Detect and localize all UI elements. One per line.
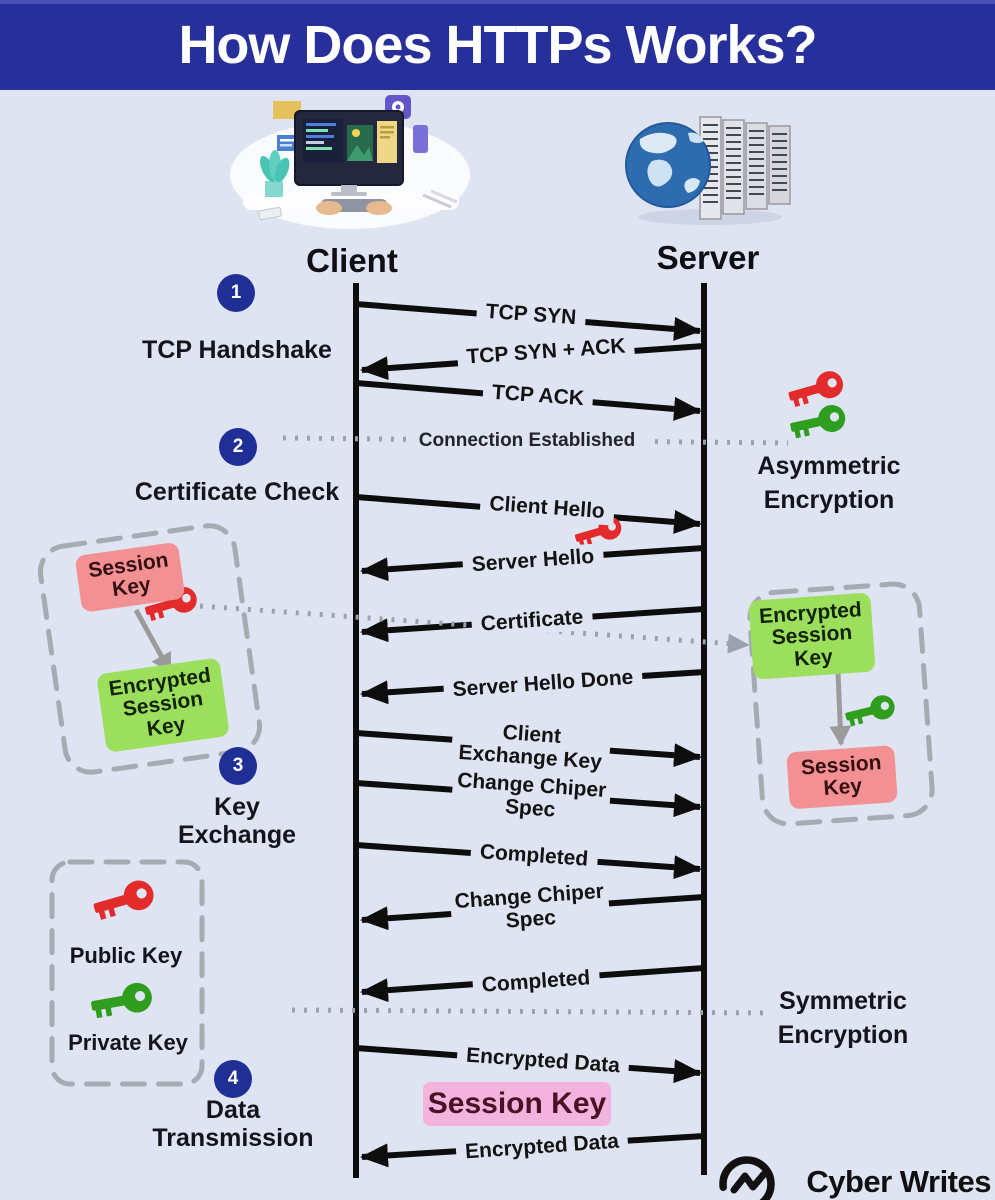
public-key-label: Public Key [69,943,183,968]
client-illustration [230,95,470,229]
page-title: How Does HTTPs Works? [178,15,817,75]
step-label-certificate-check: Certificate Check [134,478,340,506]
private-key-icon [842,692,898,729]
key-flow-arrows [133,608,852,746]
step-badge-2: 2 [219,428,257,466]
legend-box [49,859,205,1087]
session-key-box-right: Session Key [786,745,898,809]
server-column-label: Server [656,239,760,276]
public-key-icon [90,876,158,923]
cyber-writes-logo-icon [719,1156,775,1200]
server-illustration [625,116,791,225]
step-badge-4: 4 [214,1060,252,1098]
private-key-label: Private Key [68,1030,188,1055]
title-banner: How Does HTTPs Works? [0,0,995,90]
connection-established-label: Connection Established [406,429,648,453]
lifelines [353,283,707,1178]
brand-name: Cyber Writes [806,1164,991,1199]
private-key-icon [88,980,155,1021]
symmetric-encryption-line [291,1007,773,1016]
symmetric-encryption-label: Symmetric Encryption [777,987,909,1049]
public-key-icon [785,367,847,410]
session-key-transfer-line [199,603,750,654]
session-key-highlight: Session Key [423,1082,611,1126]
step-label-key-exchange: Key Exchange [177,793,297,849]
encrypted-session-key-box-right: Encrypted Session Key [748,592,876,680]
private-key-icon [787,402,848,441]
step-label-data-transmission: Data Transmission [152,1096,314,1152]
client-column-label: Client [306,242,398,279]
step-label-tcp-handshake: TCP Handshake [142,336,332,364]
right-key-flow-box [747,581,935,827]
left-key-flow-box [37,523,263,775]
asymmetric-encryption-label: Asymmetric Encryption [757,452,901,514]
branding: Cyber Writes [806,1164,991,1200]
step-badge-3: 3 [219,747,257,785]
step-badge-1: 1 [217,274,255,312]
